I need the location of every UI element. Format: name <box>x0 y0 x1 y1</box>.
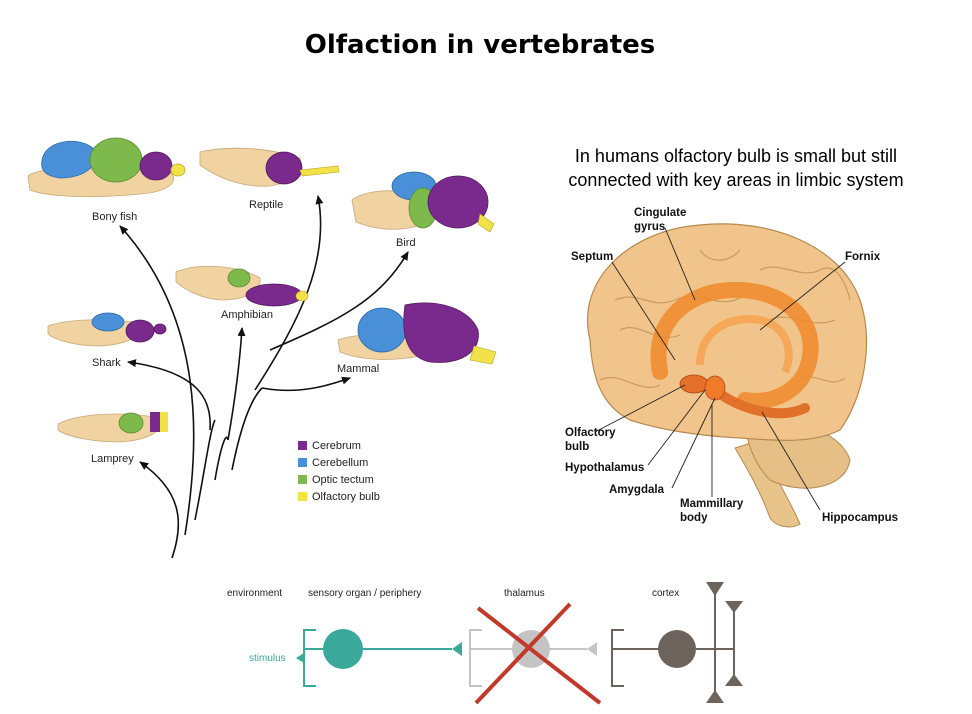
legend-swatch-olfactory-bulb <box>298 492 307 501</box>
legend-label-olfactory-bulb: Olfactory bulb <box>312 491 380 503</box>
branch-bony-fish <box>119 225 195 536</box>
branch-bird <box>269 251 409 351</box>
label-bird: Bird <box>396 237 416 249</box>
label-amygdala: Amygdala <box>609 484 665 496</box>
sensory-pathway-diagram: environment sensory organ / periphery th… <box>227 582 743 705</box>
caption-line-1: In humans olfactory bulb is small but st… <box>574 146 898 166</box>
label-lamprey: Lamprey <box>91 453 134 465</box>
label-amphibian: Amphibian <box>221 309 273 321</box>
label-shark: Shark <box>92 357 121 369</box>
label-olfactory: Olfactory <box>565 427 616 439</box>
human-brain-illustration: Cingulate gyrus Septum Fornix Olfactory … <box>565 207 898 528</box>
legend-swatch-optic-tectum <box>298 475 307 484</box>
phylogeny-tree: Bony fish Reptile Bird Amphibian Shark M… <box>27 137 497 559</box>
sensory-neuron <box>296 629 462 687</box>
blocked-cross-icon <box>474 602 602 705</box>
brain-bony-fish <box>27 137 186 197</box>
caption-line-2: connected with key areas in limbic syste… <box>568 170 904 190</box>
amygdala-region <box>704 375 726 401</box>
slide-title: Olfaction in vertebrates <box>304 30 656 60</box>
legend-label-cerebrum: Cerebrum <box>312 440 361 452</box>
cerebrum-outline <box>587 223 867 442</box>
label-bony-fish: Bony fish <box>92 211 137 223</box>
brain-amphibian <box>175 265 309 307</box>
olfactory-bulb-human <box>679 374 709 394</box>
label-thalamus: thalamus <box>504 588 545 599</box>
label-cingulate: Cingulate <box>634 207 686 219</box>
leader-lines <box>594 227 846 511</box>
brain-shark <box>47 312 167 347</box>
thalamus-neuron <box>469 629 597 687</box>
label-sensory-organ: sensory organ / periphery <box>308 588 421 599</box>
label-cortex: cortex <box>652 588 679 599</box>
branch-amphibian <box>227 327 246 441</box>
label-stimulus: stimulus <box>249 653 286 664</box>
brain-mammal <box>337 302 497 365</box>
legend-swatch-cerebrum <box>298 441 307 450</box>
brain-bird <box>351 171 495 233</box>
label-septum: Septum <box>571 251 613 263</box>
tree-legend: Cerebrum Cerebellum Optic tectum Olfacto… <box>298 440 380 503</box>
brain-lamprey <box>57 412 168 443</box>
label-fornix: Fornix <box>845 251 881 263</box>
branch-lamprey <box>139 461 180 559</box>
label-environment: environment <box>227 588 282 599</box>
label-bulb: bulb <box>565 441 589 453</box>
legend-label-optic-tectum: Optic tectum <box>312 474 374 486</box>
label-mammal: Mammal <box>337 363 379 375</box>
fornix-arc <box>696 315 793 374</box>
branch-mammal <box>261 376 351 392</box>
label-hypothalamus: Hypothalamus <box>565 462 644 474</box>
label-reptile: Reptile <box>249 199 283 211</box>
limbic-arc <box>650 281 819 409</box>
brain-reptile <box>199 147 340 187</box>
hippocampus-region <box>710 385 810 419</box>
branch-trunk-2 <box>214 436 229 481</box>
legend-swatch-cerebellum <box>298 458 307 467</box>
label-mammillary: Mammillary <box>680 498 744 510</box>
legend-label-cerebellum: Cerebellum <box>312 457 368 469</box>
label-gyrus: gyrus <box>634 221 665 233</box>
branch-shark <box>127 359 211 431</box>
branch-trunk-3 <box>231 387 263 471</box>
cortex-neuron <box>611 582 743 703</box>
label-body: body <box>680 512 708 524</box>
branch-reptile <box>254 195 324 391</box>
label-hippocampus: Hippocampus <box>822 512 898 524</box>
branch-trunk-1 <box>194 419 216 521</box>
caption: In humans olfactory bulb is small but st… <box>546 144 926 192</box>
